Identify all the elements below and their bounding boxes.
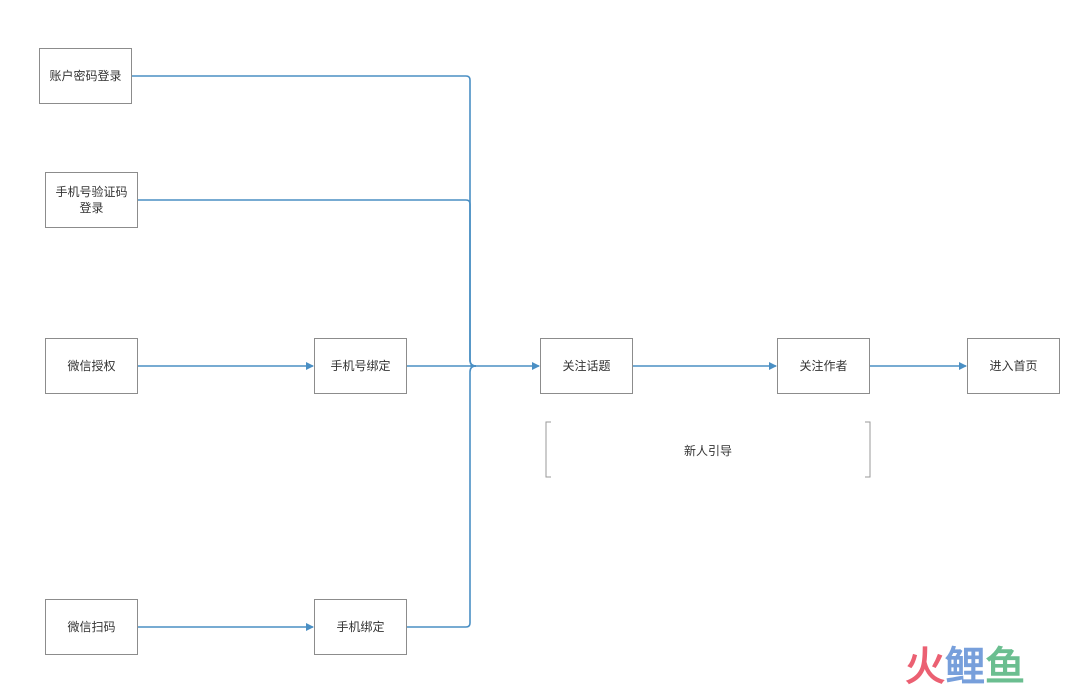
bracket-left [545,421,551,478]
bind-phone-node: 手机绑定 [314,599,407,655]
wechat-auth-node: 微信授权 [45,338,138,394]
follow-topics-node: 关注话题 [540,338,633,394]
account-login-node: 账户密码登录 [39,48,132,104]
wechat-scan-node: 微信扫码 [45,599,138,655]
bracket-right [865,421,871,478]
phone-code-login-node: 手机号验证码登录 [45,172,138,228]
svg-text:火鲤鱼: 火鲤鱼 [905,644,1025,690]
bind-phone-number-node: 手机号绑定 [314,338,407,394]
enter-home-node: 进入首页 [967,338,1060,394]
connector-account-login [131,75,477,367]
newcomer-guide-label: 新人引导 [683,444,732,458]
connector-bind-phone-up [407,365,477,628]
follow-authors-node: 关注作者 [777,338,870,394]
watermark-logo: 火鲤鱼 [905,644,1025,690]
connector-phone-code-login [138,199,477,367]
